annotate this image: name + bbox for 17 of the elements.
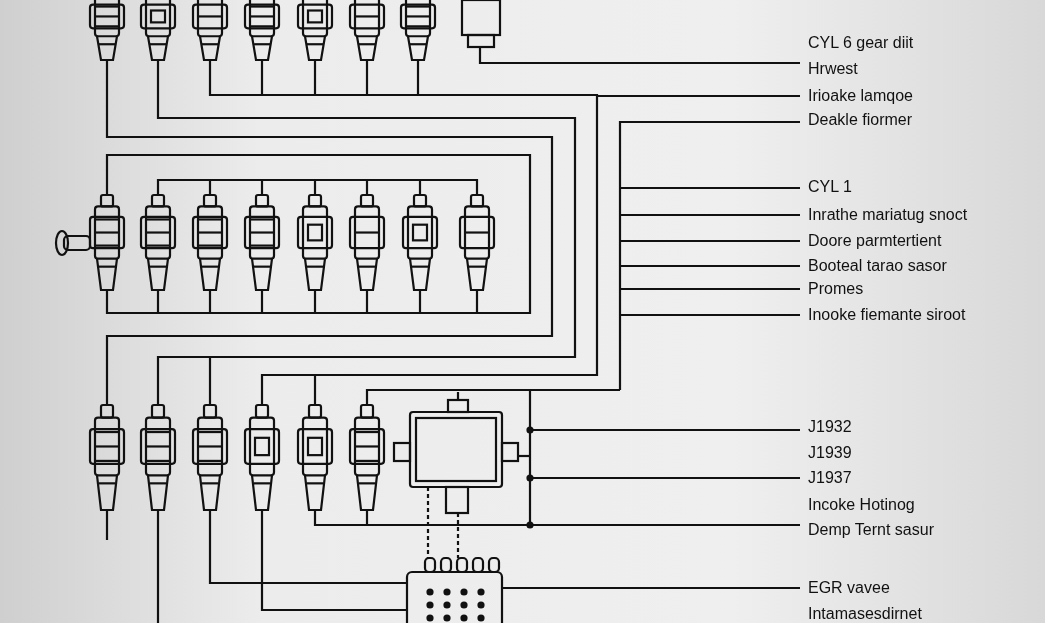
part-label: Incoke Hotinog — [808, 496, 915, 514]
part-label: Booteal tarao sasor — [808, 257, 947, 275]
part-label: EGR vavee — [808, 579, 890, 597]
part-label: Intamasesdirnet — [808, 605, 922, 623]
part-label: CYL 6 gear diit — [808, 34, 914, 52]
part-label: Doore parmtertient — [808, 232, 942, 250]
part-label: J1937 — [808, 469, 852, 487]
part-label: Deakle fiormer — [808, 111, 913, 129]
part-label: Demp Ternt sasur — [808, 521, 934, 539]
part-label: Inrathe mariatug snoct — [808, 206, 968, 224]
part-label: CYL 1 — [808, 178, 852, 196]
part-label: Irioake lamqoe — [808, 87, 913, 105]
part-label: Promes — [808, 280, 864, 298]
part-label: Inooke fiemante siroot — [808, 306, 966, 324]
part-label: J1939 — [808, 444, 852, 462]
part-label: Hrwest — [808, 60, 858, 78]
part-label: J1932 — [808, 418, 852, 436]
